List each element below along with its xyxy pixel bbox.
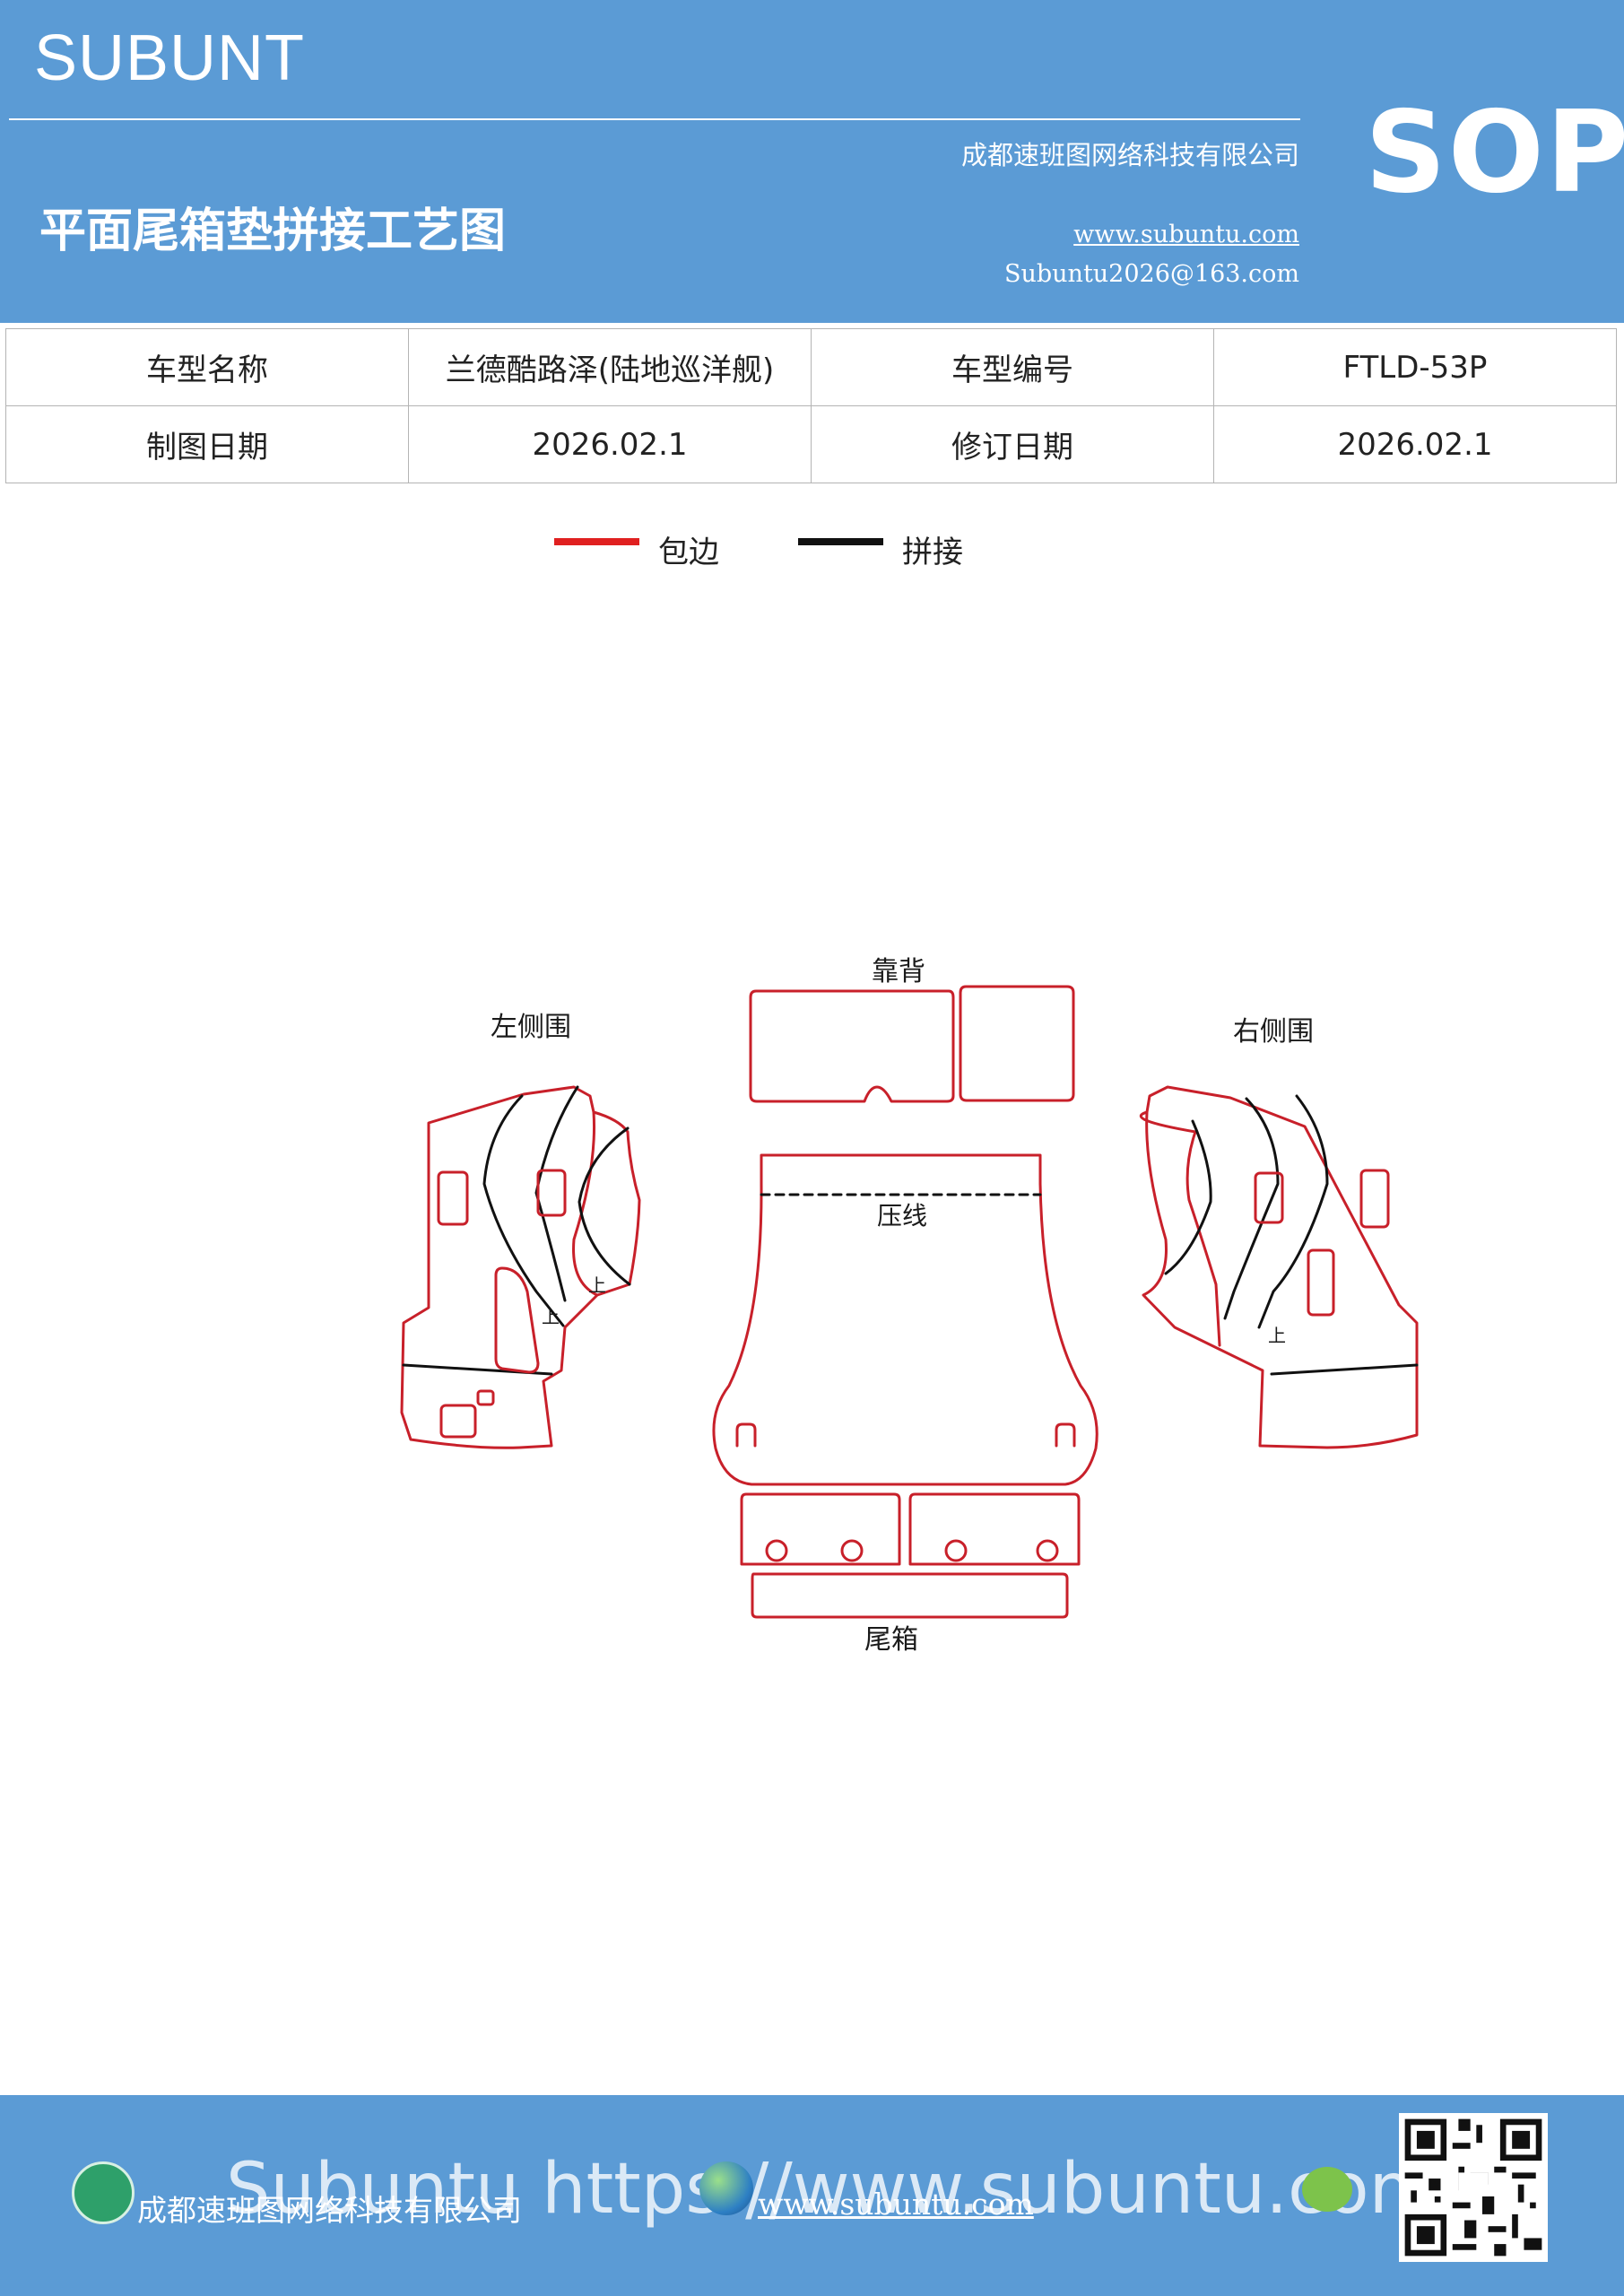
label-up-right: 上 [1268,1325,1286,1346]
left-cutout [439,1404,477,1439]
right-bottom-seam [1270,1363,1419,1376]
vehicle-info-table: 车型名称 兰德酷路泽(陆地巡洋舰) 车型编号 FTLD-53P 制图日期 202… [5,328,1617,483]
right-side-panel [1142,1085,1419,1449]
website-link[interactable]: www.subuntu.com [1073,221,1299,248]
left-seam-line [534,1085,579,1302]
revision-date-label: 修订日期 [811,405,1214,483]
backrest-right-panel [959,985,1075,1102]
trunk-mat-diagram: 靠背 左侧围 右侧围 压线 尾箱 上 上 上 [400,956,1419,1656]
model-name-value: 兰德酷路泽(陆地巡洋舰) [408,328,812,406]
drawing-date-label: 制图日期 [5,405,409,483]
label-up-left-2: 上 [588,1274,606,1296]
left-cutout [494,1266,540,1374]
left-seam-line [482,1094,565,1327]
wechat-icon [1302,2167,1352,2212]
legend-swatch-edge [554,538,639,545]
right-seam-line [1257,1094,1329,1329]
left-side-tip [592,1110,641,1297]
revision-date-value: 2026.02.1 [1213,405,1617,483]
right-seam-line [1223,1097,1280,1320]
label-press-line: 压线 [877,1201,927,1231]
contact-email[interactable]: Subuntu2026@163.com [1004,260,1299,288]
fastener-hole [765,1539,788,1562]
header-divider [9,118,1300,120]
floor-tab-left [735,1422,757,1448]
footer-banner: 成都速班图网络科技有限公司 Subuntu https://www.subunt… [0,2095,1624,2296]
right-side-tip [1140,1110,1221,1347]
trunk-strip-panel [751,1572,1069,1619]
right-seam-line [1164,1119,1212,1275]
model-code-label: 车型编号 [811,328,1214,406]
trunk-lower-right-panel [908,1492,1081,1566]
company-name: 成都速班图网络科技有限公司 [960,140,1299,170]
table-row: 车型名称 兰德酷路泽(陆地巡洋舰) 车型编号 FTLD-53P [5,328,1617,406]
left-cutout [536,1169,567,1217]
label-backrest: 靠背 [872,956,925,987]
legend-label-seam: 拼接 [902,535,963,570]
sop-badge: SOP [1365,86,1624,218]
qr-code-image[interactable] [1399,2113,1548,2262]
table-row: 制图日期 2026.02.1 修订日期 2026.02.1 [5,405,1617,483]
fastener-hole [944,1539,968,1562]
label-up-left-1: 上 [542,1306,560,1327]
legend: 包边 拼接 [554,527,1092,572]
globe-icon [699,2161,753,2215]
left-cutout [476,1389,495,1406]
brand-logo-text: SUBUNT [34,22,306,94]
label-trunk: 尾箱 [864,1624,918,1656]
fastener-hole [1036,1539,1059,1562]
footer-website-link[interactable]: www.subuntu.com [758,2187,1034,2222]
right-cutout [1307,1248,1335,1317]
header-banner: SUBUNT 成都速班图网络科技有限公司 平面尾箱垫拼接工艺图 www.subu… [0,0,1624,323]
floor-tab-right [1055,1422,1076,1448]
left-cutout [437,1170,469,1226]
label-right-side: 右侧围 [1233,1016,1314,1048]
left-seam-line [578,1126,631,1286]
floor-panel [712,1153,1099,1486]
building-icon [72,2161,135,2224]
trunk-lower-left-panel [740,1492,901,1566]
backrest-left-panel [749,989,955,1103]
drawing-date-value: 2026.02.1 [408,405,812,483]
model-name-label: 车型名称 [5,328,409,406]
left-side-panel [400,1085,599,1449]
document-title: 平面尾箱垫拼接工艺图 [39,204,507,258]
right-cutout [1359,1169,1390,1229]
footer-watermark-text: Subuntu https://www.subuntu.com [226,2149,1437,2230]
legend-swatch-seam [798,538,883,545]
label-left-side: 左侧围 [491,1012,571,1043]
right-cutout [1254,1171,1284,1224]
model-code-value: FTLD-53P [1213,328,1617,406]
legend-label-edge: 包边 [658,535,719,570]
fastener-hole [840,1539,864,1562]
footer-company-name: 成都速班图网络科技有限公司 [137,2193,522,2228]
